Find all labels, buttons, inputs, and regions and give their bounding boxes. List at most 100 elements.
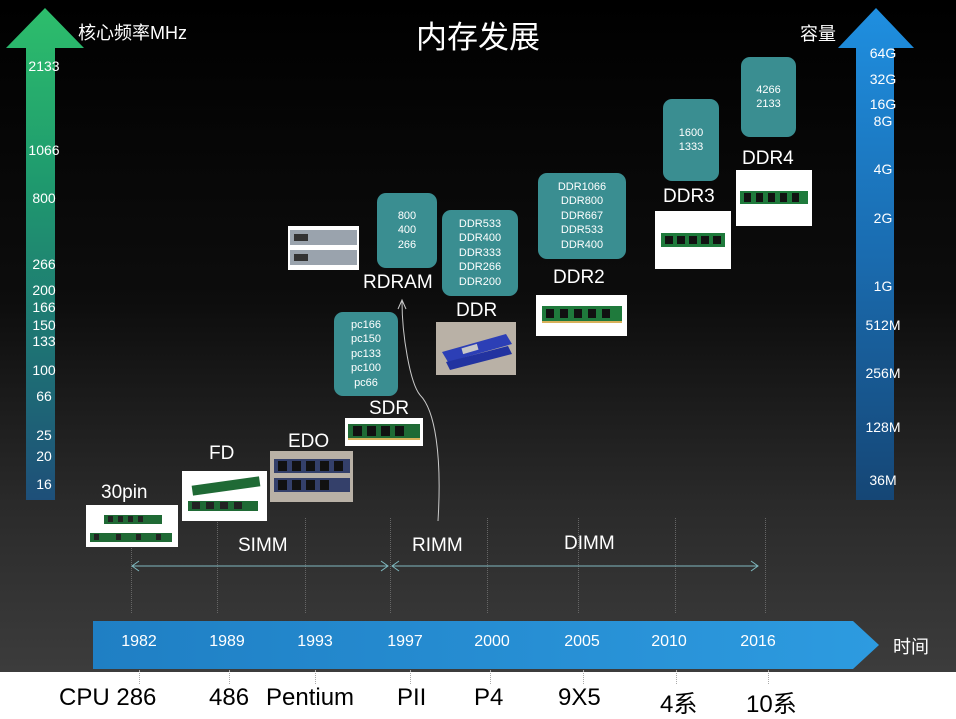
speed-label: DDR800 [560,195,604,208]
speed-label: 4266 [756,83,781,96]
module-image-rdram [288,226,359,270]
capacity-axis-arrow [838,8,914,500]
spec-box-ddr2: DDR1066 DDR800 DDR667 DDR533 DDR400 [538,173,626,259]
cpu-guide-line [229,670,230,684]
speed-label: DDR400 [560,238,604,251]
timeline-arrow [93,621,879,669]
module-image-ddr2 [536,295,627,336]
speed-label: 1600 [678,126,704,139]
slot-label-simm: SIMM [238,535,288,556]
capacity-tick: 2G [873,210,893,226]
frequency-axis-arrow [6,8,84,500]
cpu-guide-line [139,670,140,684]
year-guide-line [390,518,391,613]
year-label: 2016 [740,633,776,650]
year-label: 2000 [474,633,510,650]
gen-label-rdram: RDRAM [363,272,433,293]
spec-box-ddr3: 1600 1333 [663,99,719,181]
freq-tick: 2133 [28,58,60,74]
slot-label-dimm: DIMM [564,533,615,554]
module-image-30pin [86,505,178,547]
timeline-caption: 时间 [893,637,929,657]
freq-tick: 25 [36,427,52,443]
speed-label: pc150 [351,333,381,346]
freq-tick: 200 [32,282,56,298]
year-label: 1993 [297,633,333,650]
module-image-edo [270,451,353,502]
speed-label: DDR400 [458,232,502,245]
capacity-tick: 128M [865,419,901,435]
freq-tick: 266 [32,256,56,272]
spec-box-sdr: pc166 pc150 pc133 pc100 pc66 [334,312,398,396]
speed-label: 400 [397,224,417,237]
freq-tick: 133 [32,333,56,349]
capacity-tick: 1G [873,278,893,294]
diagram-title: 内存发展 [416,20,540,55]
gen-label-ddr3: DDR3 [663,186,715,207]
capacity-tick: 64G [869,45,897,61]
spec-box-ddr4: 4266 2133 [741,57,796,137]
speed-label: DDR533 [560,224,604,237]
capacity-tick: 16G [869,96,897,112]
slot-span-arrows [131,560,759,572]
year-guide-line [131,518,132,613]
capacity-tick: 8G [873,113,893,129]
speed-label: DDR333 [458,246,502,259]
freq-tick: 166 [32,299,56,315]
spec-box-ddr: DDR533 DDR400 DDR333 DDR266 DDR200 [442,210,518,296]
speed-label: 800 [397,209,417,222]
gen-label-sdr: SDR [369,398,410,419]
capacity-tick: 32G [869,71,897,87]
speed-label: DDR667 [560,209,604,222]
speed-label: pc133 [351,347,381,360]
speed-label: pc166 [351,318,381,331]
slot-label-rimm: RIMM [412,535,463,556]
module-image-fd [182,471,267,521]
speed-label: DDR200 [458,275,502,288]
year-label: 1989 [209,633,245,650]
cpu-label: P4 [474,684,504,711]
cpu-label: 486 [209,684,250,711]
capacity-tick: 512M [865,317,901,333]
gen-label-ddr2: DDR2 [553,267,605,288]
speed-label: DDR1066 [557,180,607,193]
rimm-connector-curve [397,298,440,522]
speed-label: 2133 [756,98,781,110]
cpu-guide-line [490,670,491,684]
frequency-axis-caption: 核心频率MHz [78,23,187,43]
module-image-sdr [345,418,423,446]
gen-label-30pin: 30pin [101,482,148,503]
gen-label-ddr: DDR [456,300,498,321]
year-guide-line [765,518,766,613]
cpu-label: 10系 [746,691,797,718]
freq-tick: 16 [36,476,52,492]
module-image-ddr4 [736,170,812,226]
module-image-ddr [436,322,516,375]
module-image-ddr3 [655,211,731,269]
cpu-guide-line [315,670,316,684]
speed-label: 266 [397,238,417,251]
cpu-guide-line [768,670,769,684]
year-label: 2010 [651,633,687,650]
speed-label: pc66 [354,376,378,389]
freq-tick: 66 [36,388,52,404]
freq-tick: 150 [32,317,56,333]
freq-tick: 20 [36,448,52,464]
gen-label-edo: EDO [288,431,330,452]
cpu-guide-line [583,670,584,684]
gen-label-ddr4: DDR4 [742,148,794,169]
speed-label: pc100 [351,362,381,375]
freq-tick: 100 [32,362,56,378]
cpu-label: CPU 286 [59,684,157,711]
cpu-guide-line [676,670,677,684]
spec-box-rdram: 800 400 266 [377,193,437,268]
freq-tick: 800 [32,190,56,206]
cpu-label: 9X5 [558,684,601,711]
cpu-guide-line [410,670,411,684]
capacity-tick: 36M [869,472,897,488]
year-label: 1997 [387,633,423,650]
capacity-tick: 256M [865,365,901,381]
year-label: 2005 [564,633,600,650]
capacity-axis-caption: 容量 [800,24,836,44]
gen-label-fd: FD [209,443,235,464]
